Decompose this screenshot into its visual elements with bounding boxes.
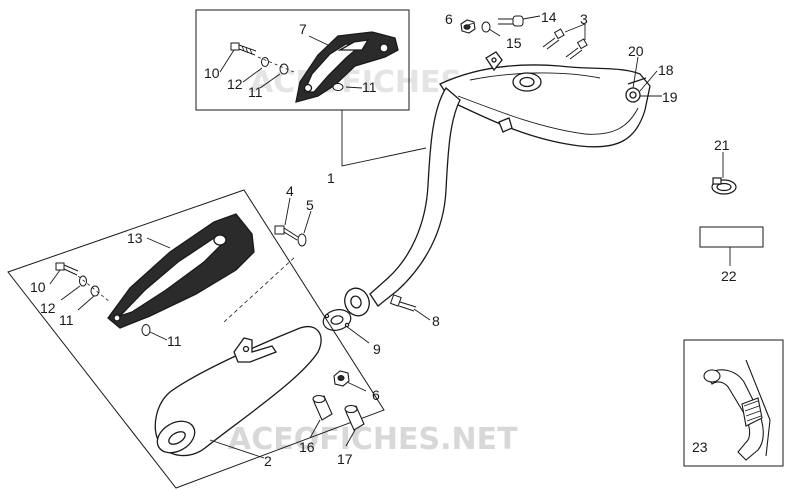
callout-6-top: 6 bbox=[445, 11, 453, 27]
callout-20: 20 bbox=[628, 43, 644, 59]
nut-6-bottom bbox=[333, 370, 350, 387]
bolt-10-side bbox=[55, 262, 79, 276]
callout-2: 2 bbox=[264, 453, 272, 469]
callout-11-side-b: 11 bbox=[167, 333, 182, 349]
kit-box-23 bbox=[683, 339, 784, 467]
callout-16: 16 bbox=[299, 439, 315, 455]
bolt-8 bbox=[389, 294, 417, 312]
callout-4: 4 bbox=[286, 183, 294, 199]
callout-1: 1 bbox=[327, 170, 335, 186]
washer-11-side-b bbox=[141, 324, 151, 336]
muffler bbox=[154, 326, 322, 457]
callout-12-top: 12 bbox=[227, 76, 243, 92]
heat-shield-side bbox=[107, 213, 255, 329]
leaders-left-box bbox=[49, 237, 171, 341]
leaders-top-right bbox=[467, 15, 662, 97]
callout-3: 3 bbox=[580, 11, 588, 27]
bolt-10-top bbox=[230, 42, 257, 56]
label-part-22 bbox=[699, 226, 764, 248]
washer-12-side bbox=[79, 275, 87, 287]
callout-11-top-a: 11 bbox=[248, 84, 263, 100]
callout-22: 22 bbox=[721, 268, 737, 284]
leaders-misc bbox=[209, 308, 431, 459]
spacer-16 bbox=[312, 394, 333, 421]
washer-12-top bbox=[261, 57, 269, 67]
heat-shield-top bbox=[295, 31, 399, 103]
exhaust-header-pipe bbox=[344, 51, 651, 317]
callout-21: 21 bbox=[714, 137, 730, 153]
callout-17: 17 bbox=[337, 451, 353, 467]
callout-13: 13 bbox=[127, 230, 143, 246]
screws-3 bbox=[542, 28, 588, 60]
kit-23-pipe bbox=[703, 359, 771, 461]
heat-guard-kit-box-top bbox=[195, 9, 410, 111]
washer-11-top-a bbox=[279, 63, 289, 75]
watermark-bottom: ACEOFICHES.NET bbox=[228, 422, 518, 457]
callout-15: 15 bbox=[506, 35, 522, 51]
nut-6-top bbox=[460, 19, 476, 34]
callout-5: 5 bbox=[306, 197, 314, 213]
bolt-14 bbox=[498, 15, 524, 27]
washer-15 bbox=[481, 21, 491, 33]
washer-5 bbox=[297, 233, 307, 247]
callout-11-top-b: 11 bbox=[362, 79, 377, 95]
bolt-4 bbox=[274, 225, 299, 241]
heat-guard-kit-box-left bbox=[7, 189, 385, 489]
callout-7: 7 bbox=[299, 21, 307, 37]
callout-14: 14 bbox=[541, 9, 557, 25]
spacer-17 bbox=[344, 404, 365, 431]
muffler-dash-line bbox=[223, 255, 297, 323]
callout-8: 8 bbox=[432, 313, 440, 329]
callout-10-side: 10 bbox=[30, 279, 46, 295]
callout-23: 23 bbox=[692, 439, 708, 455]
callout-12-side: 12 bbox=[40, 300, 56, 316]
washer-11-top-b bbox=[332, 83, 344, 91]
clamp-21 bbox=[711, 177, 737, 195]
callout-6-bottom: 6 bbox=[372, 387, 380, 403]
callout-19: 19 bbox=[662, 89, 678, 105]
callout-9: 9 bbox=[373, 341, 381, 357]
callout-18: 18 bbox=[658, 62, 674, 78]
leader-1 bbox=[341, 110, 427, 167]
leaders-top-box bbox=[219, 35, 363, 89]
kit-23-cat bbox=[743, 400, 762, 422]
callout-10-top: 10 bbox=[204, 65, 220, 81]
callout-11-side-a: 11 bbox=[59, 312, 74, 328]
